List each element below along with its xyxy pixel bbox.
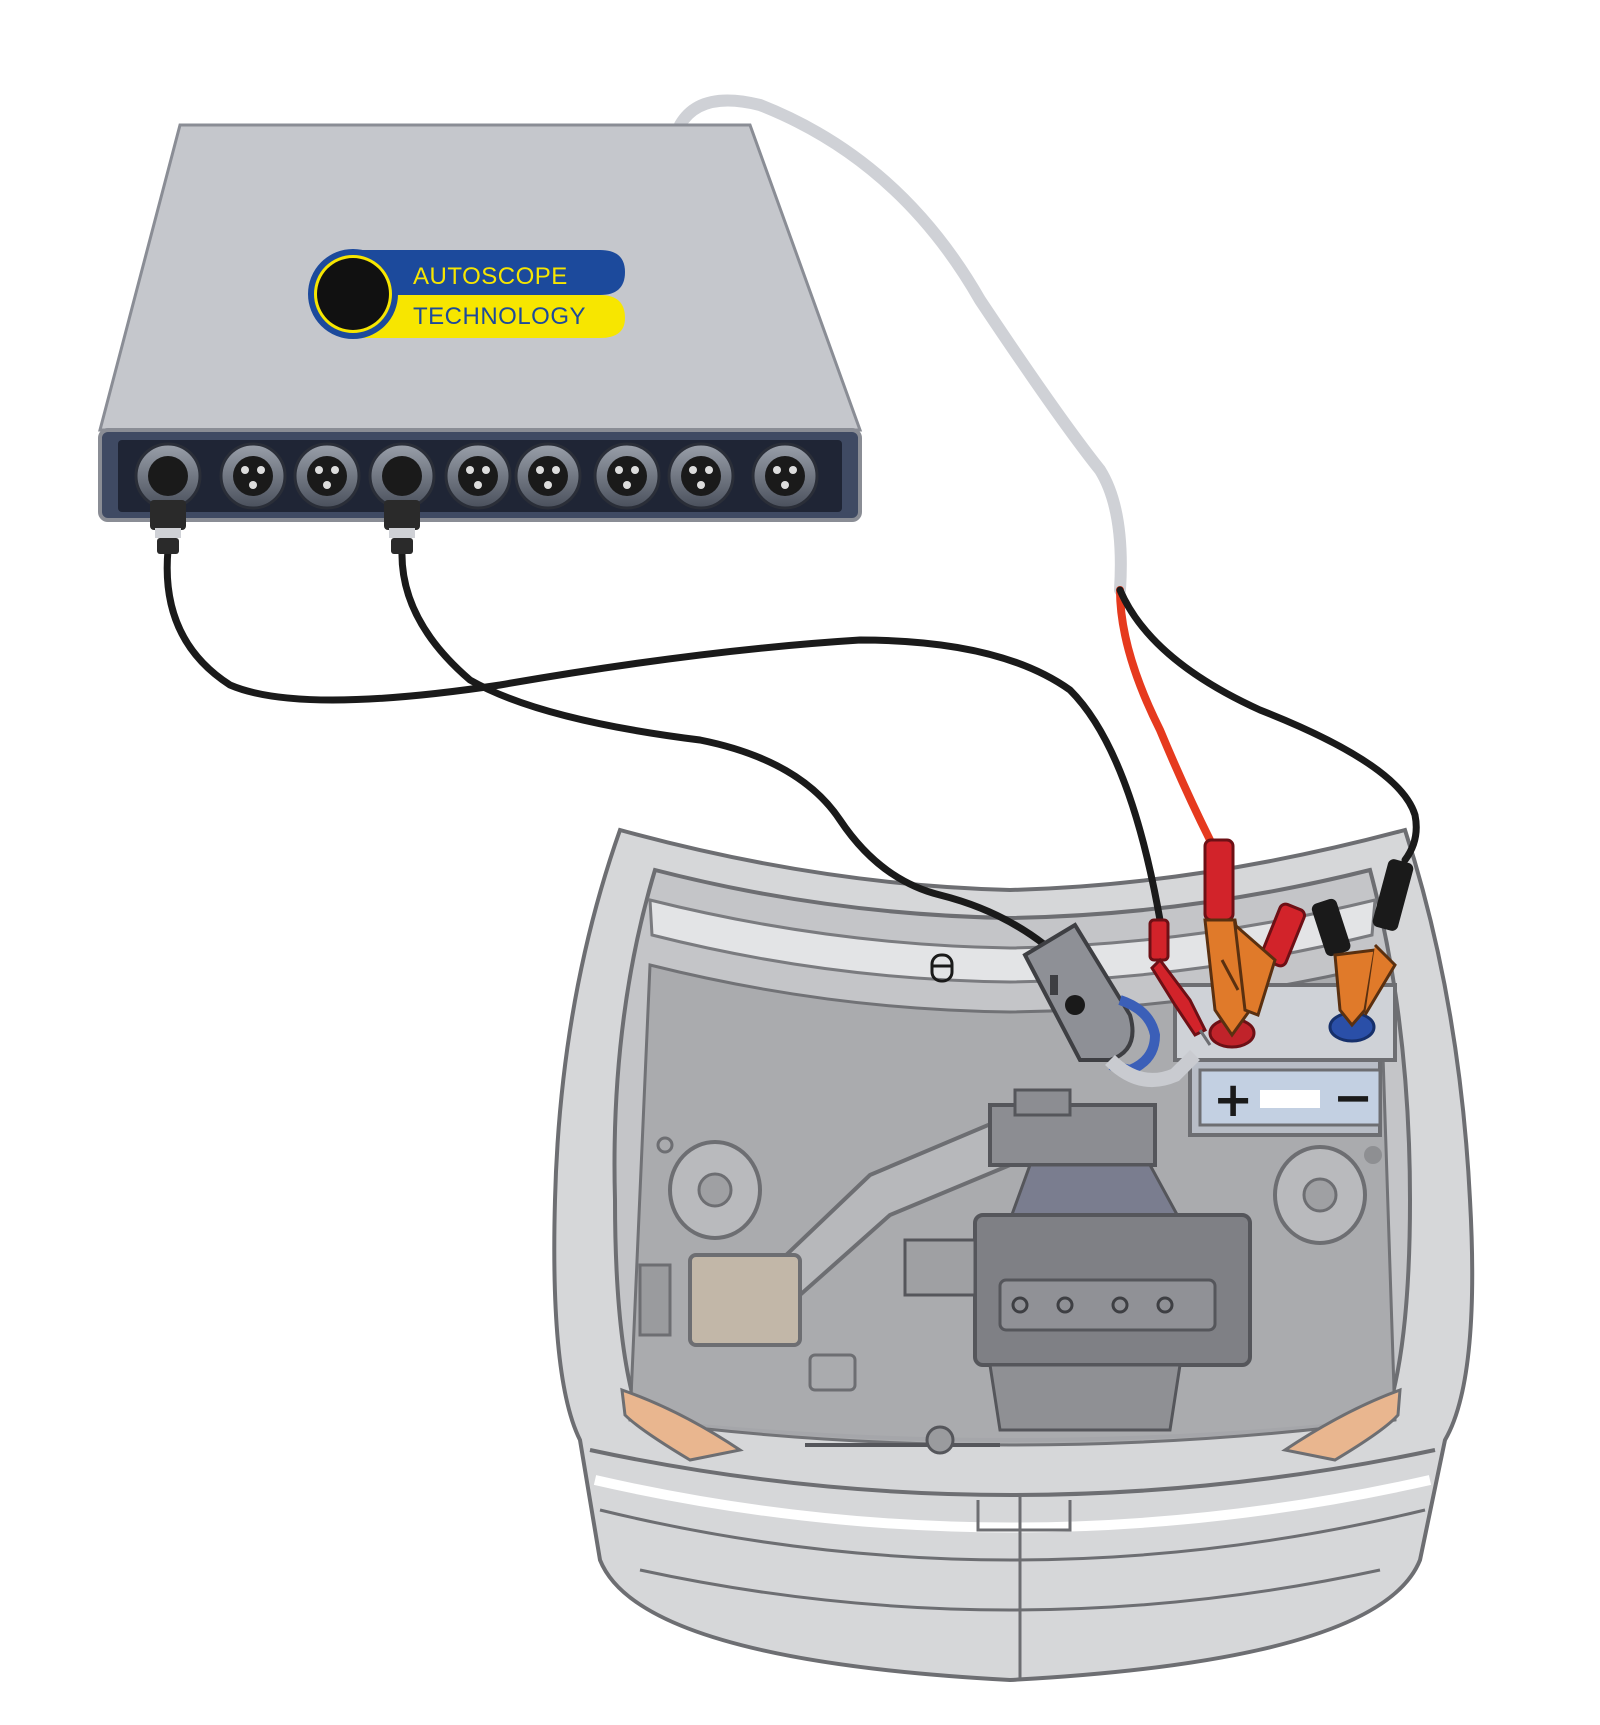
channel-connector-3[interactable] (293, 442, 361, 510)
channel-4-cable (398, 546, 1049, 949)
channel-connector-2[interactable] (219, 442, 287, 510)
red-power-lead (1116, 586, 1214, 844)
oscilloscope-device: AUTOSCOPE TECHNOLOGY (98, 123, 863, 554)
channel-connector-5[interactable] (444, 442, 512, 510)
black-alligator-clip (1311, 859, 1414, 1028)
channel-connector-9[interactable] (751, 442, 819, 510)
channel-connector-1[interactable] (134, 442, 202, 510)
current-clamp-icon (1022, 922, 1200, 1087)
brand-logo: AUTOSCOPE TECHNOLOGY (308, 249, 625, 339)
battery-plus-label: + (1213, 1072, 1253, 1128)
red-alligator-clip (1203, 838, 1306, 1038)
red-test-probe (1148, 918, 1212, 1046)
channel-1-cable (163, 546, 1164, 924)
channel-connector-4[interactable] (368, 442, 436, 510)
right-strut-mount (1273, 1145, 1382, 1245)
plug-channel-4 (384, 500, 420, 554)
connector-row (134, 442, 819, 510)
left-strut-mount (656, 1136, 762, 1240)
channel-connector-6[interactable] (514, 442, 582, 510)
black-power-lead (1116, 586, 1420, 864)
logo-line-2: TECHNOLOGY (413, 303, 586, 330)
battery-minus-label: − (1333, 1070, 1373, 1126)
engine-block (903, 1088, 1252, 1432)
channel-connector-8[interactable] (667, 442, 735, 510)
power-cable (674, 94, 1127, 596)
channel-connector-7[interactable] (593, 442, 661, 510)
plug-channel-1 (150, 500, 186, 554)
right-headlight (1281, 1387, 1402, 1462)
oil-cap-icon (930, 953, 954, 983)
battery: + − (1173, 983, 1397, 1137)
cables (163, 94, 1420, 949)
left-headlight (620, 1387, 744, 1462)
logo-line-1: AUTOSCOPE (413, 263, 568, 290)
